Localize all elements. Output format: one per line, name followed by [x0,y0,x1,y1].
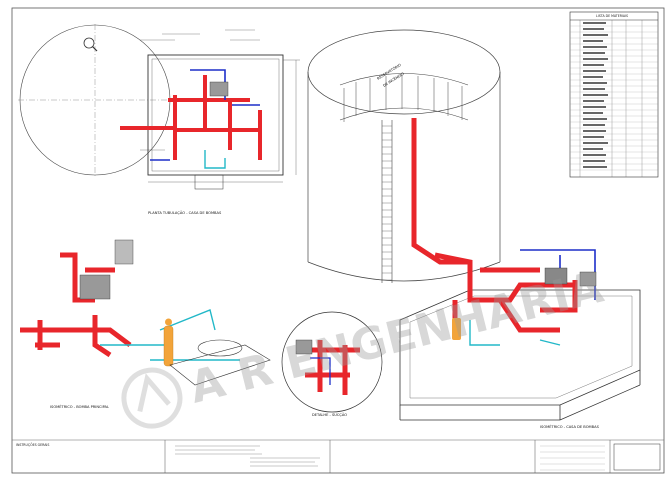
magnifier-icon [83,37,95,49]
tank-elevation: RESERVATÓRIO DE INCÊNDIO [307,29,501,283]
left-isometric: ISOMÉTRICO - BOMBA PRINCIPAL [20,239,271,409]
title-block: INSTRUÇÕES GERAIS [16,440,661,473]
table-header: LISTA DE MATERIAIS [596,14,628,18]
plan-caption: PLANTA TUBULAÇÃO - CASA DE BOMBAS [148,210,222,215]
operator-figure [163,325,174,367]
detail-caption: DETALHE - SUCÇÃO [312,412,347,417]
watermark-text: A R ENGENHARIA [185,262,608,414]
left-note: INSTRUÇÕES GERAIS [16,442,49,447]
iso-left-caption: ISOMÉTRICO - BOMBA PRINCIPAL [50,404,109,409]
watermark: A R ENGENHARIA [121,262,608,429]
iso-right-caption: ISOMÉTRICO - CASA DE BOMBAS [540,424,600,429]
plan-view: PLANTA TUBULAÇÃO - CASA DE BOMBAS [18,24,300,215]
materials-table: LISTA DE MATERIAIS [569,11,659,178]
suction-detail: DETALHE - SUCÇÃO [281,311,383,417]
sheet-border [11,7,665,474]
pump-room-isometric: ISOMÉTRICO - CASA DE BOMBAS [399,249,641,429]
